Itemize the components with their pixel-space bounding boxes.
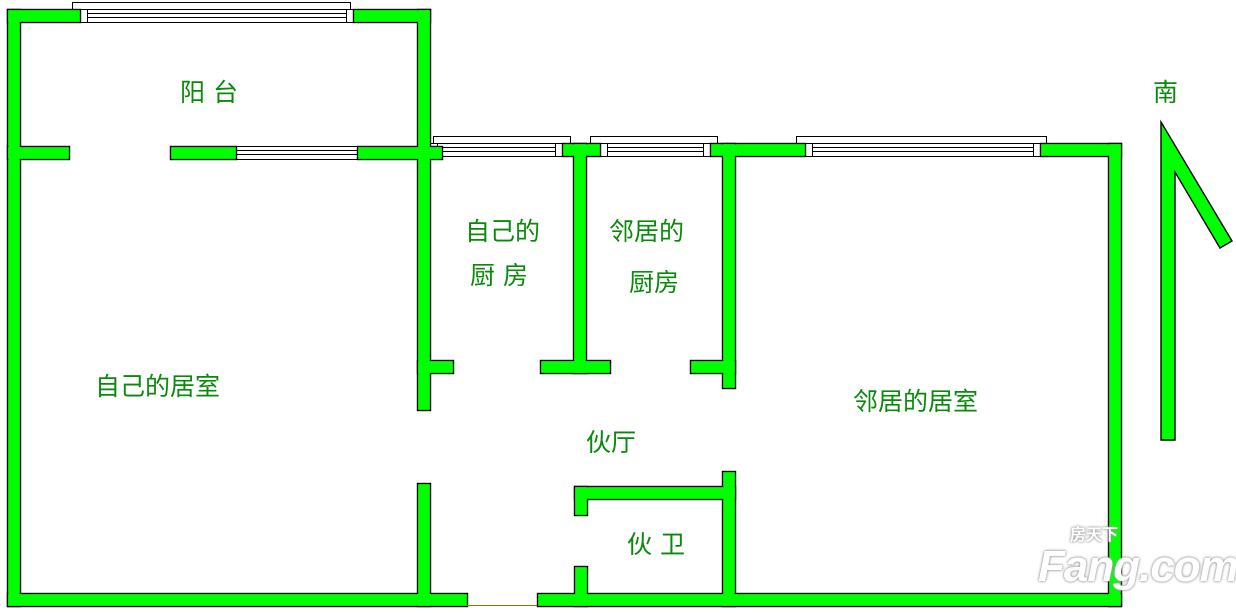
wall-fill	[358, 147, 442, 159]
window-pane	[87, 13, 347, 18]
watermark-brand: Fang.com	[1038, 542, 1236, 591]
wall-fill	[711, 144, 805, 156]
wall-fill	[1041, 144, 1121, 156]
room-label-balcony: 阳 台	[180, 78, 238, 107]
window-frame	[1033, 143, 1041, 157]
window-sill	[433, 136, 571, 144]
wall-fill	[418, 361, 453, 373]
wall-fill	[1109, 144, 1121, 606]
room-label-shared-hall: 伙厅	[586, 428, 637, 457]
window-pane	[437, 147, 556, 152]
wall-fill	[723, 144, 735, 388]
window-sill	[590, 136, 718, 144]
room-label-neighbor-kitchen-1: 邻居的	[609, 217, 685, 246]
wall-fill	[8, 594, 467, 606]
window-pane	[812, 147, 1034, 152]
wall-fill	[575, 487, 587, 515]
wall-fill	[8, 10, 20, 606]
window-sill	[796, 136, 1047, 144]
window-frame	[346, 9, 354, 23]
compass-label: 南	[1153, 78, 1179, 107]
room-label-own-kitchen-2: 厨 房	[470, 261, 528, 290]
wall-fill	[541, 361, 610, 373]
wall-fill	[354, 10, 430, 22]
room-label-shared-bathroom: 伙 卫	[627, 530, 685, 559]
room-label-neighbor-bedroom: 邻居的居室	[853, 387, 979, 416]
wall-fill	[538, 594, 1121, 606]
window-frame	[555, 143, 563, 157]
window-pane	[236, 150, 358, 155]
wall-fill	[8, 10, 80, 22]
wall-fill	[575, 487, 735, 499]
wall-fill	[418, 484, 430, 606]
window-frame	[80, 9, 88, 23]
wall-fill	[574, 144, 586, 373]
window-frame	[703, 143, 711, 157]
window-pane	[607, 147, 704, 152]
window-frame	[600, 143, 608, 157]
window-sill	[72, 2, 351, 10]
wall-fill	[723, 472, 735, 606]
room-label-neighbor-kitchen-2: 厨房	[629, 268, 680, 297]
wall-fill	[418, 10, 430, 410]
room-label-own-bedroom: 自己的居室	[95, 372, 221, 401]
north-south-arrow-icon	[1160, 119, 1233, 441]
watermark-cn: 房天下	[1070, 525, 1119, 544]
watermark: 房天下 Fang.com	[1038, 526, 1236, 590]
room-label-own-kitchen-1: 自己的	[465, 217, 541, 246]
wall-fill	[171, 147, 236, 159]
wall-fill	[691, 361, 735, 373]
wall-fill	[575, 567, 587, 606]
window-frame	[805, 143, 813, 157]
wall-fill	[8, 147, 69, 159]
